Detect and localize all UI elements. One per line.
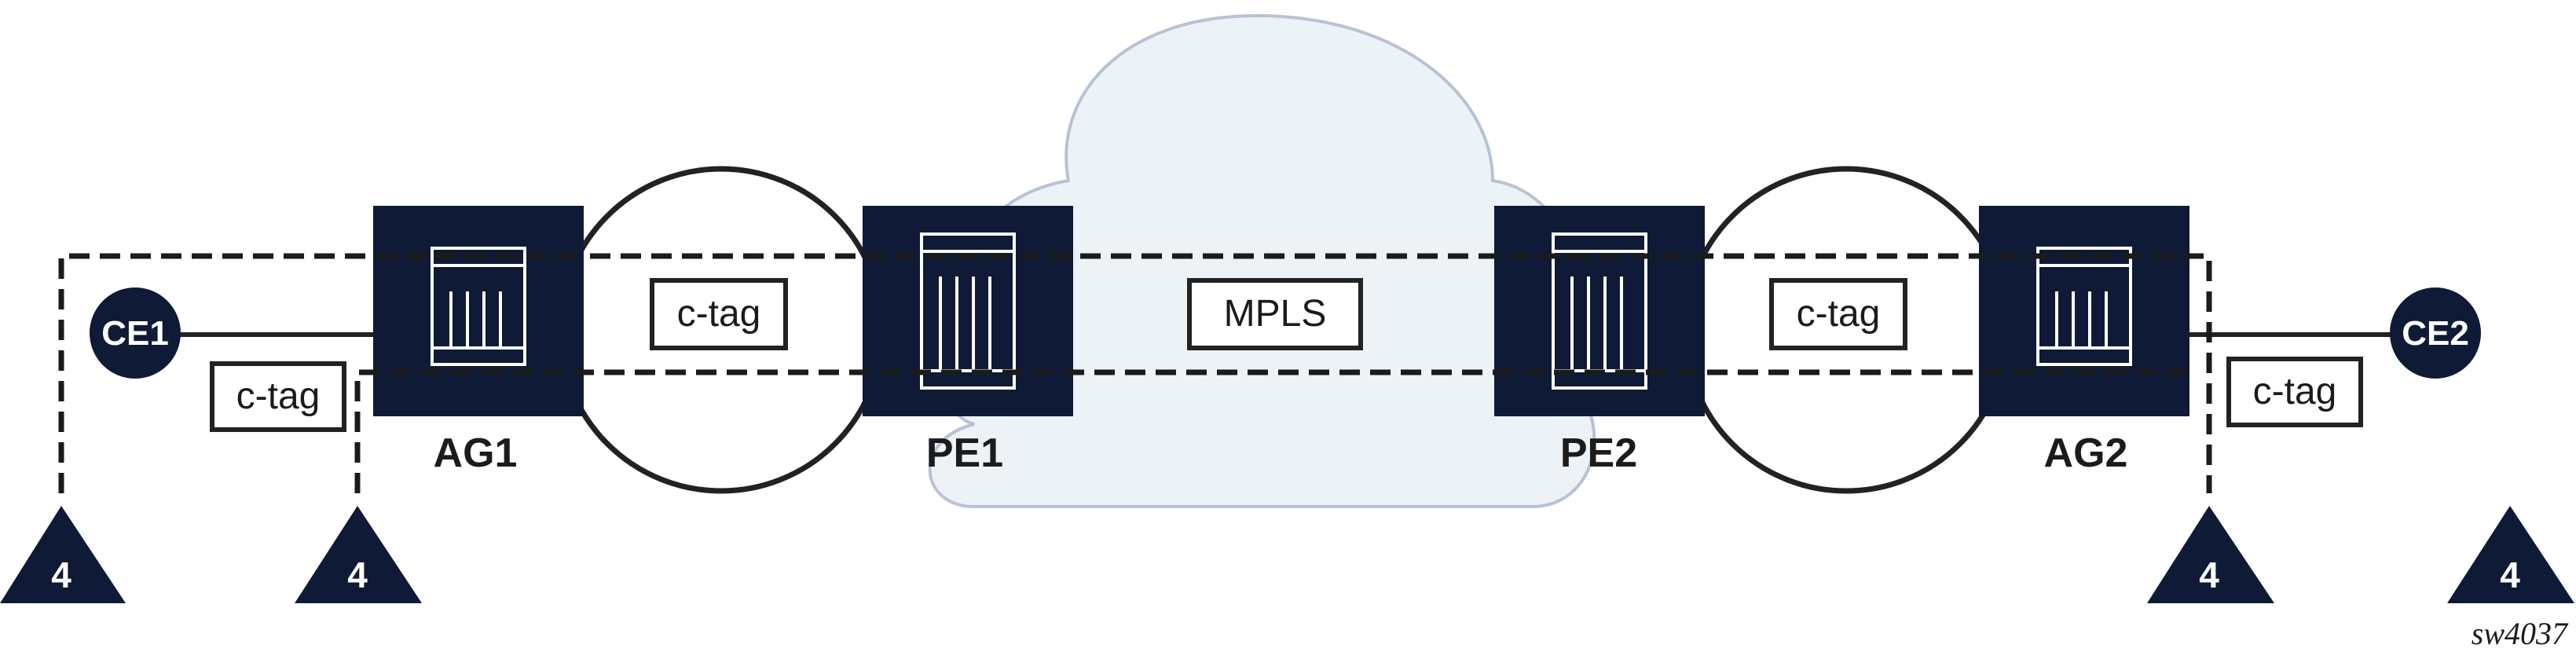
ag1-label: AG1: [434, 430, 518, 476]
switch-icon: [920, 232, 1016, 390]
mpls-box: [1187, 278, 1363, 350]
c-tag-box: [650, 278, 788, 350]
marker-label: 4: [2199, 555, 2219, 595]
pe2-label: PE2: [1560, 430, 1637, 476]
ag2-label: AG2: [2044, 430, 2128, 476]
ce2-label: CE2: [2402, 314, 2469, 353]
marker-label: 4: [347, 555, 368, 595]
pe1-label: PE1: [926, 430, 1003, 476]
switch-icon: [2036, 247, 2132, 366]
ag1-node: [373, 206, 584, 416]
service-path-dashed: [58, 253, 2212, 493]
c-tag-box: [210, 361, 346, 432]
ce1-node: [90, 287, 181, 379]
pe1-node: [863, 206, 1073, 416]
marker-label: 4: [2500, 555, 2520, 595]
marker-label: 4: [51, 555, 71, 595]
c-tag-label: c-tag: [1797, 293, 1881, 335]
triangle-marker-icon: [2147, 506, 2274, 603]
triangle-marker-icon: [2447, 506, 2574, 603]
triangle-marker-icon: [0, 506, 126, 603]
mpls-label: MPLS: [1224, 293, 1327, 335]
ag2-node: [1979, 206, 2189, 416]
c-tag-box: [1769, 278, 1907, 350]
triangle-marker-icon: [295, 506, 422, 603]
pe2-node: [1494, 206, 1705, 416]
ce2-node: [2390, 287, 2481, 379]
switch-icon: [431, 247, 526, 366]
c-tag-label: c-tag: [677, 293, 761, 335]
c-tag-label: c-tag: [236, 375, 321, 417]
ce1-label: CE1: [101, 314, 169, 353]
c-tag-box: [2226, 357, 2363, 427]
switch-icon: [1552, 232, 1647, 390]
figure-reference: sw4037: [2472, 616, 2569, 651]
c-tag-label: c-tag: [2253, 371, 2337, 412]
